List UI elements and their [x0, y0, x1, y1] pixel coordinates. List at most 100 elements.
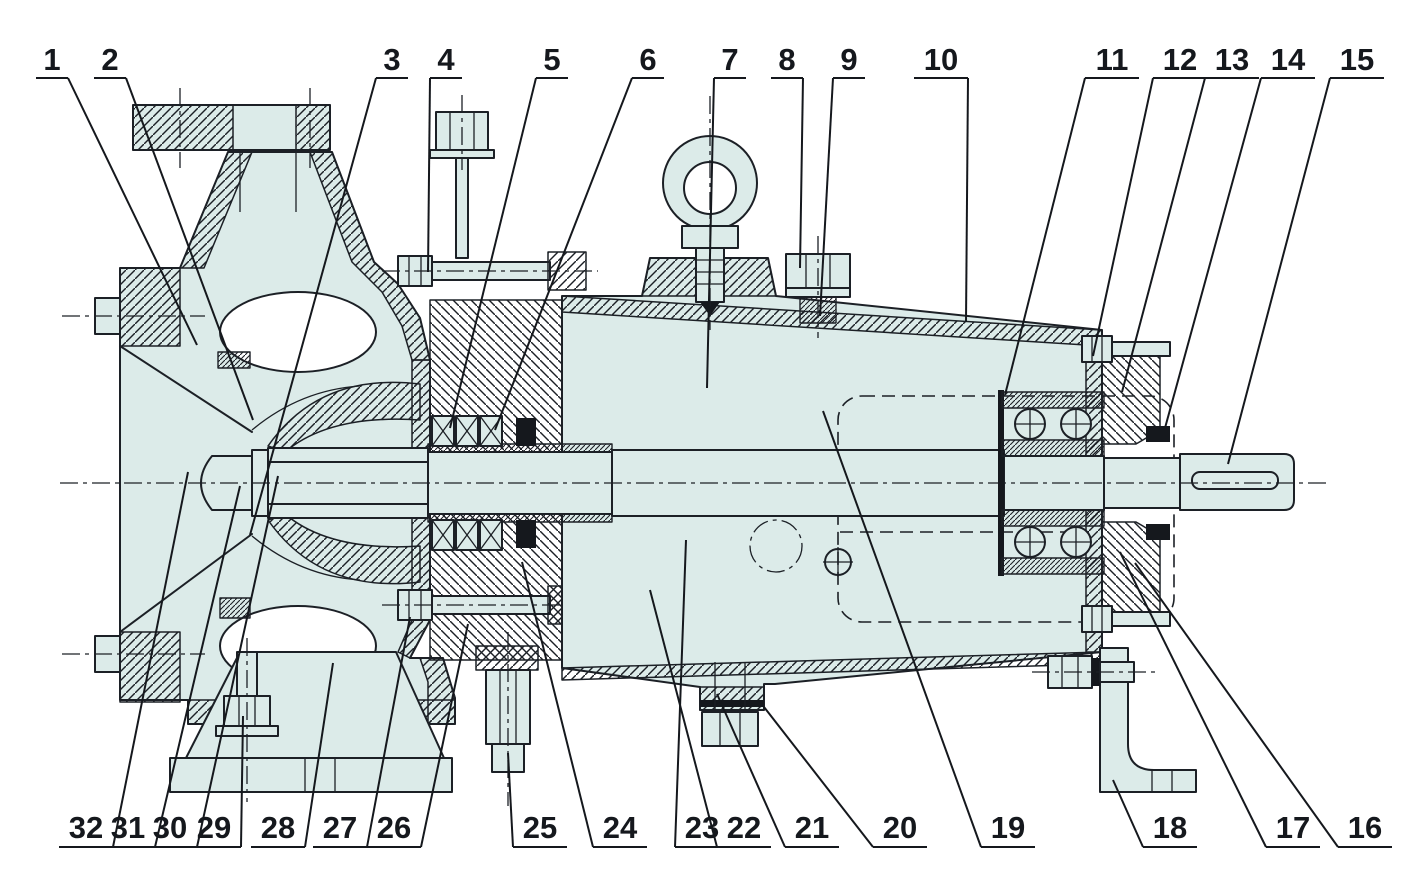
callout-6: 6	[494, 42, 664, 431]
callout-leader-line	[822, 410, 982, 848]
callout-29: 29	[187, 715, 244, 848]
part-number-label: 4	[437, 42, 455, 77]
callout-leader-line	[1092, 77, 1154, 357]
callout-leader-line	[1004, 77, 1086, 396]
callout-leader-line	[674, 539, 687, 848]
callout-8: 8	[771, 42, 804, 269]
callout-leader-line	[763, 706, 874, 848]
part-number-label: 30	[153, 810, 187, 845]
callout-23: 23	[674, 539, 729, 848]
casing-stud-bolt	[429, 95, 495, 259]
callout-3: 3	[249, 42, 408, 536]
callout-leader-line	[1119, 551, 1267, 848]
ball-bearings	[998, 390, 1105, 576]
part-number-label: 24	[603, 810, 638, 845]
part-number-label: 23	[685, 810, 719, 845]
part-number-label: 11	[1096, 42, 1129, 77]
part-number-label: 26	[377, 810, 411, 845]
callout-28: 28	[251, 662, 334, 848]
callout-22: 22	[649, 589, 771, 848]
callout-12: 12	[1092, 42, 1207, 357]
callout-leader-line	[819, 77, 834, 317]
callout-leader-line	[304, 662, 334, 848]
part-number-label: 29	[197, 810, 231, 845]
part-number-label: 21	[795, 810, 829, 845]
part-number-label: 31	[111, 810, 145, 845]
callout-leader-line	[366, 616, 411, 848]
part-number-label: 17	[1276, 810, 1310, 845]
part-number-label: 28	[261, 810, 295, 845]
callout-11: 11	[1004, 42, 1139, 396]
callout-24: 24	[521, 561, 647, 848]
bearing-end-cover	[1081, 335, 1171, 633]
part-number-label: 27	[323, 810, 357, 845]
shaft-keyway	[1191, 471, 1279, 490]
callout-leader-line	[1112, 779, 1144, 848]
part-number-label: 22	[727, 810, 761, 845]
callout-leader-line	[196, 475, 279, 848]
suction-flange	[62, 267, 205, 703]
callout-leader-line	[420, 623, 469, 848]
callout-leader-line	[716, 693, 786, 848]
callout-leader-line	[427, 77, 431, 273]
callout-26: 26	[367, 623, 469, 848]
callout-leader-line	[1164, 77, 1262, 429]
callout-32: 32	[59, 471, 189, 848]
part-number-label: 15	[1340, 42, 1374, 77]
foot-anchor-bolt	[215, 638, 279, 802]
part-number-label: 3	[383, 42, 400, 77]
frame-flange-bolt	[699, 662, 765, 747]
callout-18: 18	[1112, 779, 1197, 848]
callout-5: 5	[449, 42, 568, 429]
part-number-label: 32	[69, 810, 103, 845]
part-number-label: 2	[101, 42, 118, 77]
bracket-bolt	[1032, 655, 1160, 689]
part-number-label: 5	[543, 42, 560, 77]
shaft-seal-bottom	[1146, 524, 1170, 540]
callout-13: 13	[1121, 42, 1259, 393]
callout-leader-line	[249, 77, 377, 536]
callout-leader-line	[706, 77, 715, 389]
callout-leader-line	[507, 752, 514, 848]
callout-leader-line	[154, 485, 241, 848]
callout-leader-line	[1134, 562, 1339, 848]
callout-leader-line	[965, 77, 969, 323]
callout-leader-line	[112, 471, 189, 848]
oiler-circle	[749, 519, 803, 573]
callout-25: 25	[507, 752, 567, 848]
callout-21: 21	[716, 693, 839, 848]
packing-rings-bottom	[431, 519, 536, 551]
callout-19: 19	[822, 410, 1035, 848]
callout-leader-line	[521, 561, 594, 848]
part-number-label: 12	[1163, 42, 1197, 77]
callout-1: 1	[36, 42, 198, 346]
part-number-label: 1	[43, 42, 60, 77]
callout-2: 2	[94, 42, 254, 421]
drain-plug	[475, 632, 539, 806]
callout-16: 16	[1134, 562, 1392, 848]
callout-15: 15	[1227, 42, 1384, 465]
part-number-label: 7	[721, 42, 738, 77]
callout-17: 17	[1119, 551, 1320, 848]
cover-stud-top	[382, 251, 598, 291]
callout-leader-line	[449, 77, 537, 429]
part-number-label: 20	[883, 810, 917, 845]
part-number-label: 14	[1271, 42, 1306, 77]
callout-leader-line	[494, 77, 633, 431]
callout-10: 10	[914, 42, 969, 323]
callout-leader-line	[1121, 77, 1206, 393]
callout-14: 14	[1164, 42, 1315, 429]
callout-20: 20	[763, 706, 927, 848]
callout-7: 7	[706, 42, 746, 389]
callout-leader-line	[240, 715, 244, 848]
part-number-label: 16	[1348, 810, 1382, 845]
callout-4: 4	[427, 42, 462, 273]
shaft	[60, 443, 1330, 523]
callout-27: 27	[313, 616, 411, 848]
casing-ring-seal-bottom	[219, 597, 251, 619]
stuffing-box-packing	[431, 415, 536, 551]
casing-ring-seal-top	[217, 351, 251, 369]
pump-foot	[169, 638, 453, 802]
